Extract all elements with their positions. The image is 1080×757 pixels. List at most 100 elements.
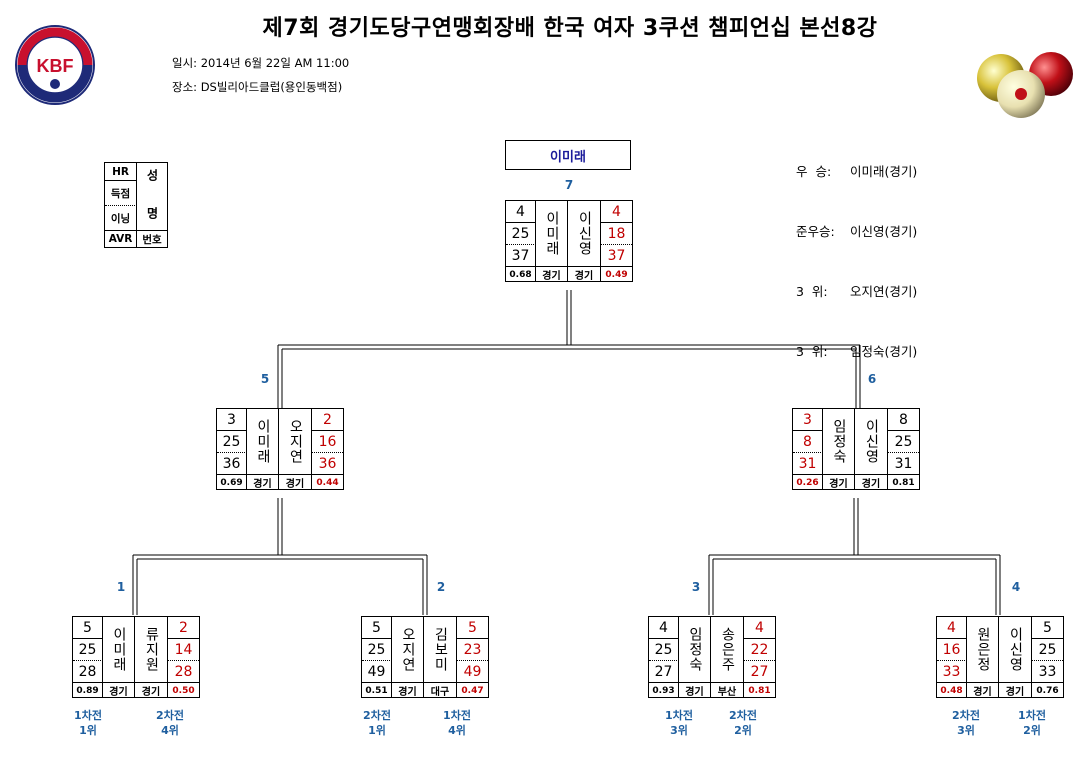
hr-cell: 5: [73, 617, 103, 639]
stage-label: 1차전2위: [1002, 708, 1062, 738]
region-cell: 경기: [103, 683, 135, 698]
hr-cell: 4: [743, 617, 775, 639]
innings-cell: 36: [217, 453, 247, 475]
innings-cell: 27: [743, 661, 775, 683]
score-cell: 18: [600, 223, 632, 245]
region-cell: 경기: [823, 475, 855, 490]
region-cell: 경기: [279, 475, 311, 490]
region-cell: 경기: [967, 683, 999, 698]
match-number-6: 6: [857, 372, 887, 386]
rank-text: 3위: [649, 723, 709, 738]
avr-cell: 0.49: [600, 267, 632, 282]
innings-cell: 37: [600, 245, 632, 267]
score-cell: 25: [217, 431, 247, 453]
stage-text: 2차전: [936, 708, 996, 723]
region-cell: 경기: [679, 683, 711, 698]
innings-cell: 49: [362, 661, 392, 683]
innings-cell: 37: [506, 245, 536, 267]
match-number-7: 7: [554, 178, 584, 192]
region-cell: 경기: [536, 267, 568, 282]
innings-cell: 27: [649, 661, 679, 683]
player-name: 이신영: [568, 201, 600, 267]
score-cell: 25: [506, 223, 536, 245]
score-cell: 16: [937, 639, 967, 661]
connector-semi-6: [709, 498, 1000, 615]
hr-cell: 4: [937, 617, 967, 639]
avr-cell: 0.81: [887, 475, 919, 490]
stage-text: 1차전: [649, 708, 709, 723]
hr-cell: 5: [362, 617, 392, 639]
player-name: 임정숙: [679, 617, 711, 683]
player-name: 오지연: [279, 409, 311, 475]
hr-cell: 4: [649, 617, 679, 639]
score-cell: 8: [793, 431, 823, 453]
avr-cell: 0.47: [456, 683, 488, 698]
region-cell: 경기: [855, 475, 887, 490]
player-name: 이신영: [855, 409, 887, 475]
rank-text: 4위: [427, 723, 487, 738]
region-cell: 경기: [999, 683, 1031, 698]
innings-cell: 28: [73, 661, 103, 683]
avr-cell: 0.50: [167, 683, 199, 698]
avr-cell: 0.76: [1031, 683, 1063, 698]
innings-cell: 31: [793, 453, 823, 475]
score-cell: 14: [167, 639, 199, 661]
hr-cell: 4: [506, 201, 536, 223]
match-number-1: 1: [106, 580, 136, 594]
avr-cell: 0.51: [362, 683, 392, 698]
avr-cell: 0.48: [937, 683, 967, 698]
score-cell: 16: [311, 431, 343, 453]
region-cell: 경기: [392, 683, 424, 698]
hr-cell: 5: [456, 617, 488, 639]
hr-cell: 2: [311, 409, 343, 431]
rank-text: 4위: [140, 723, 200, 738]
score-cell: 25: [362, 639, 392, 661]
innings-cell: 36: [311, 453, 343, 475]
player-name: 원은정: [967, 617, 999, 683]
rank-text: 1위: [347, 723, 407, 738]
region-cell: 경기: [568, 267, 600, 282]
score-cell: 23: [456, 639, 488, 661]
region-cell: 경기: [135, 683, 167, 698]
hr-cell: 3: [217, 409, 247, 431]
player-name: 류지원: [135, 617, 167, 683]
avr-cell: 0.44: [311, 475, 343, 490]
match-number-4: 4: [1001, 580, 1031, 594]
avr-cell: 0.81: [743, 683, 775, 698]
stage-label: 2차전1위: [347, 708, 407, 738]
player-name: 김보미: [424, 617, 456, 683]
avr-cell: 0.69: [217, 475, 247, 490]
player-name: 이미래: [103, 617, 135, 683]
match-box-4: 416330.48원은정경기525330.76이신영경기: [936, 616, 1064, 698]
player-name: 송은주: [711, 617, 743, 683]
stage-text: 1차전: [1002, 708, 1062, 723]
match-number-5: 5: [250, 372, 280, 386]
score-cell: 25: [73, 639, 103, 661]
avr-cell: 0.68: [506, 267, 536, 282]
stage-text: 2차전: [140, 708, 200, 723]
innings-cell: 49: [456, 661, 488, 683]
stage-text: 2차전: [347, 708, 407, 723]
connector-final: [278, 290, 860, 408]
score-cell: 25: [649, 639, 679, 661]
player-name: 이미래: [536, 201, 568, 267]
rank-text: 2위: [713, 723, 773, 738]
avr-cell: 0.93: [649, 683, 679, 698]
match-number-3: 3: [681, 580, 711, 594]
hr-cell: 3: [793, 409, 823, 431]
connector-semi-5: [133, 498, 427, 615]
player-name: 오지연: [392, 617, 424, 683]
score-cell: 25: [1031, 639, 1063, 661]
region-cell: 대구: [424, 683, 456, 698]
player-name: 임정숙: [823, 409, 855, 475]
stage-text: 2차전: [713, 708, 773, 723]
player-name: 이신영: [999, 617, 1031, 683]
